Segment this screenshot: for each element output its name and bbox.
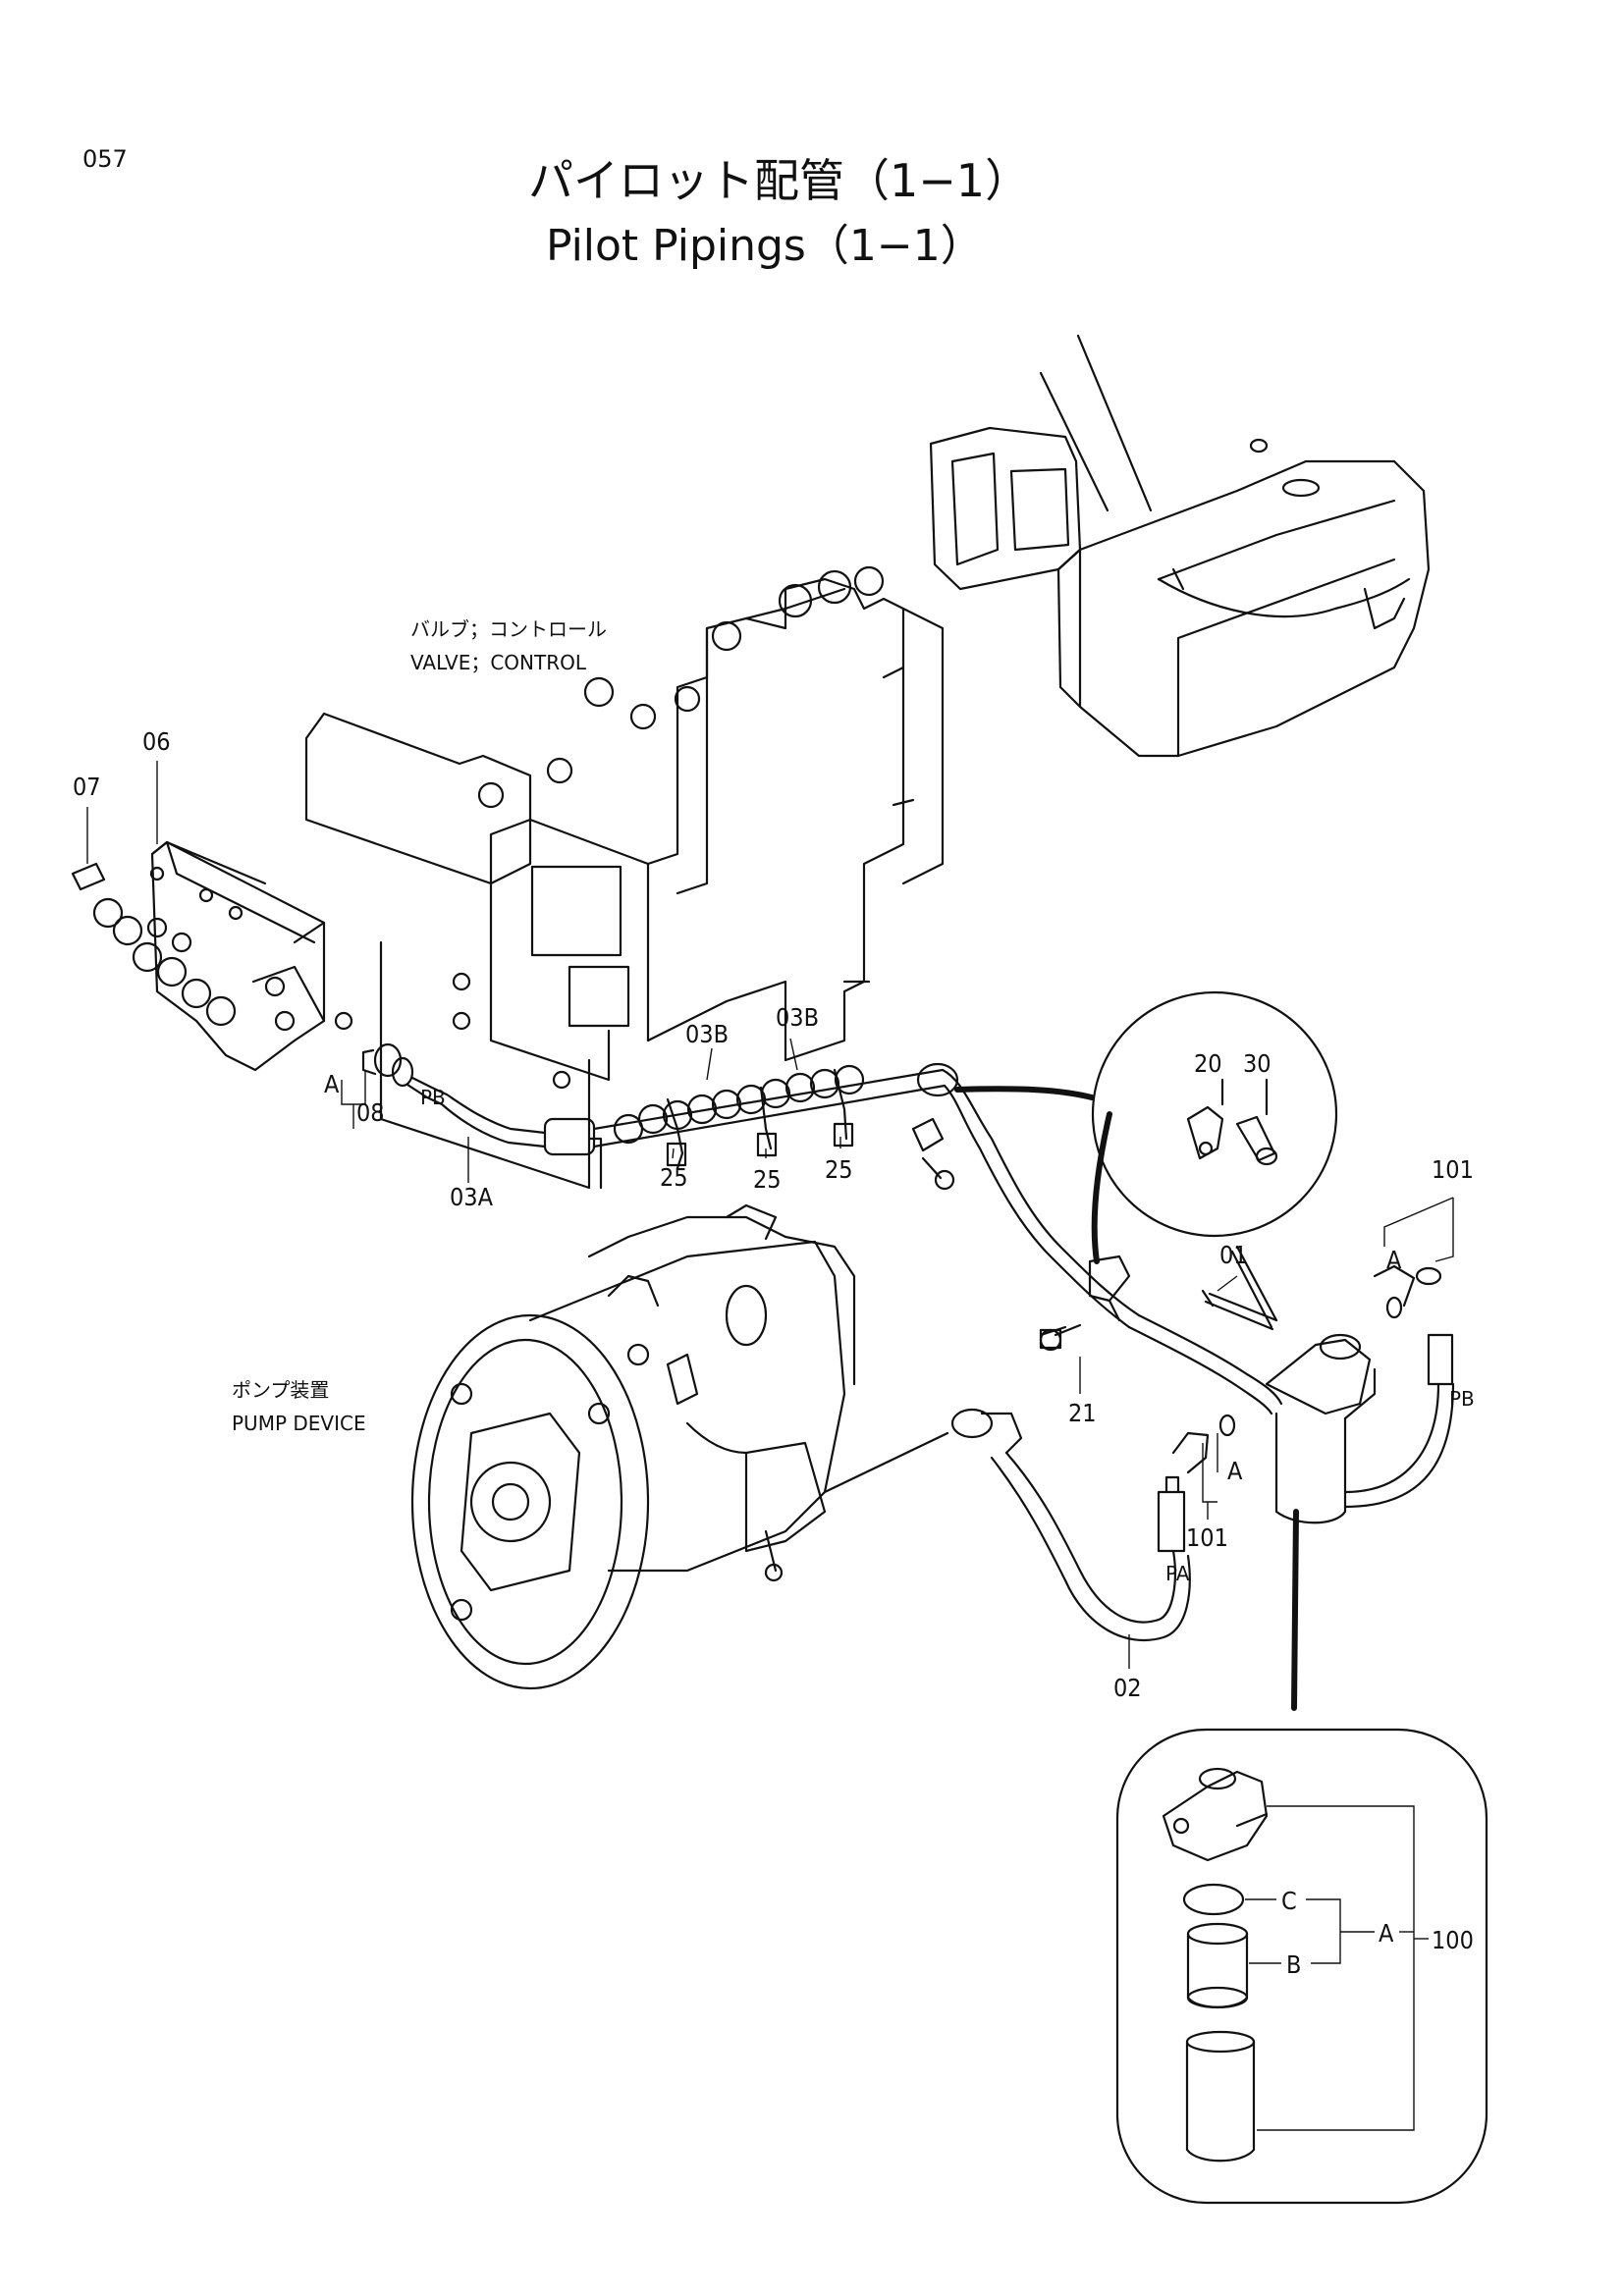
filter-label-a: A	[1379, 1919, 1394, 1948]
callout-06: 06	[142, 727, 171, 756]
callout-08: 08	[356, 1098, 385, 1127]
title-english: Pilot Pipings（1−1）	[546, 221, 984, 271]
callout-25-3: 25	[825, 1155, 853, 1184]
pilot-filter-assembly	[1230, 1245, 1455, 1524]
page-number: 057	[82, 145, 128, 173]
callout-pa: PA	[1165, 1562, 1190, 1585]
leader-thick-2	[1091, 1111, 1112, 1264]
callout-03b-2: 03B	[776, 1003, 819, 1032]
filter-label-b: B	[1286, 1950, 1301, 1979]
pilot-hose-03	[406, 1062, 1283, 1415]
callout-25-1: 25	[660, 1163, 688, 1192]
leader-thick-3	[1291, 1509, 1299, 1711]
filter-label-100: 100	[1432, 1926, 1474, 1954]
pump-label-en: PUMP DEVICE	[232, 1412, 366, 1435]
pump-device-illustration	[410, 1203, 1023, 1690]
bolt-01	[1201, 1289, 1278, 1331]
bolt-21	[1039, 1325, 1067, 1350]
control-valve-illustration	[304, 565, 945, 1190]
callout-21: 21	[1068, 1399, 1097, 1427]
callout-01: 01	[1219, 1241, 1248, 1269]
hose-02	[990, 1414, 1236, 1642]
callout-pb-valve: PB	[420, 1086, 446, 1109]
callout-a-bottom: A	[1227, 1457, 1243, 1485]
callout-pb-filter: PB	[1449, 1387, 1475, 1411]
callout-25-2: 25	[753, 1165, 782, 1194]
callout-02: 02	[1113, 1674, 1142, 1702]
callout-a-top: A	[1386, 1246, 1402, 1274]
callout-20: 20	[1194, 1049, 1222, 1078]
callout-03b-1: 03B	[685, 1020, 729, 1048]
filter-detail-frame	[1115, 1728, 1488, 2205]
leader-thick-1	[954, 1086, 1095, 1100]
filter-label-c: C	[1281, 1887, 1297, 1915]
valve-label-en: VALVE；CONTROL	[410, 651, 587, 674]
callout-a-valve: A	[324, 1070, 340, 1098]
valve-label-jp: バルブ；コントロール	[410, 617, 607, 641]
title-japanese: パイロット配管（1−1）	[528, 154, 1030, 207]
callout-101-bottom: 101	[1186, 1523, 1228, 1552]
excavator-illustration	[929, 334, 1431, 758]
callout-101-top: 101	[1432, 1155, 1474, 1184]
callout-03a: 03A	[450, 1183, 494, 1211]
pilot-valve-block	[71, 840, 414, 1088]
detail-circle-clamp	[1091, 990, 1338, 1238]
pump-label-jp: ポンプ装置	[232, 1378, 329, 1402]
callout-30: 30	[1243, 1049, 1271, 1078]
leader-lines	[86, 761, 1454, 1669]
callout-07: 07	[73, 773, 101, 801]
